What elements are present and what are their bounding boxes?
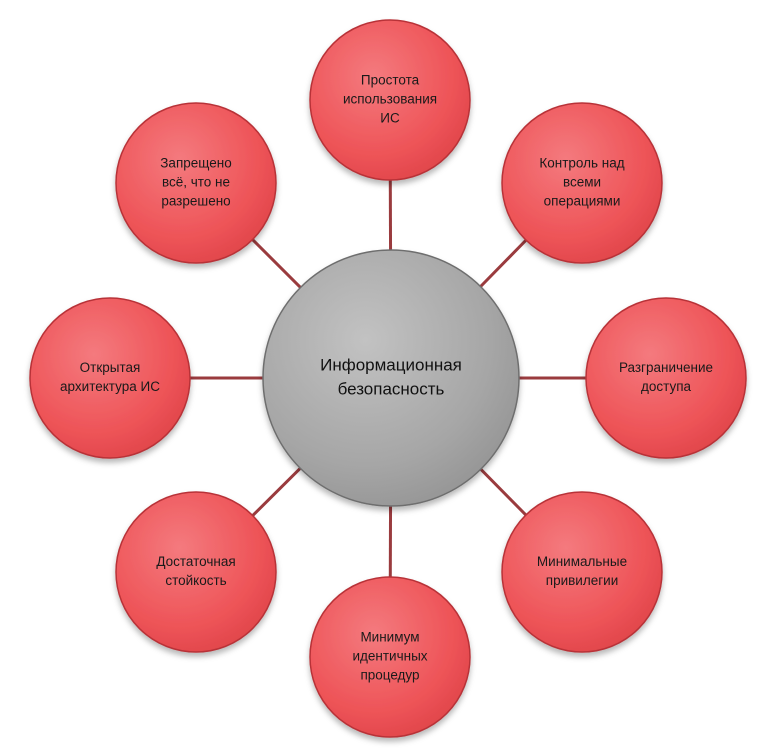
node-left: Открытая архитектура ИС xyxy=(29,297,191,459)
node-circle-right xyxy=(585,297,747,459)
node-bottom-right: Минимальные привилегии xyxy=(501,491,663,653)
node-bottom-label-line: процедур xyxy=(360,668,419,683)
node-top-right-label: Контроль над всеми операциями xyxy=(539,156,624,209)
node-bottom-left-label-line: Достаточная xyxy=(156,554,235,569)
node-top-left-label: Запрещено всё, что не разрешено xyxy=(160,156,231,209)
node-top-label-line: ИС xyxy=(380,111,400,126)
node-top-right: Контроль над всеми операциями xyxy=(501,102,663,264)
node-circle-top-left xyxy=(115,102,277,264)
node-bottom: Минимум идентичных процедур xyxy=(309,576,471,738)
node-top-right-label-line: операциями xyxy=(544,194,621,209)
node-top-left-label-line: Запрещено xyxy=(160,156,231,171)
hub-group: Информационная безопасность xyxy=(262,249,520,507)
node-bottom-label: Минимум идентичных процедур xyxy=(352,630,427,683)
center-label-line: безопасность xyxy=(338,379,445,398)
node-left-label: Открытая архитектура ИС xyxy=(60,360,160,394)
node-left-label-line: Открытая xyxy=(80,360,141,375)
node-bottom-right-label-line: Минимальные xyxy=(537,554,627,569)
node-bottom-label-line: идентичных xyxy=(352,649,427,664)
node-top-right-label-line: всеми xyxy=(563,175,601,190)
node-circle-bottom xyxy=(309,576,471,738)
node-bottom-left-label-line: стойкость xyxy=(165,573,226,588)
node-top-label-line: Простота xyxy=(361,73,420,88)
node-bottom-right-label-line: привилегии xyxy=(546,573,618,588)
center-circle xyxy=(262,249,520,507)
node-right-label-line: доступа xyxy=(641,379,692,394)
node-circle-bottom-left xyxy=(115,491,277,653)
node-bottom-label-line: Минимум xyxy=(360,630,419,645)
node-circle-bottom-right xyxy=(501,491,663,653)
node-top-label-line: использования xyxy=(343,92,437,107)
node-circle-top xyxy=(309,19,471,181)
node-circle-top-right xyxy=(501,102,663,264)
node-right-label-line: Разграничение xyxy=(619,360,713,375)
node-top-left: Запрещено всё, что не разрешено xyxy=(115,102,277,264)
node-circle-left xyxy=(29,297,191,459)
node-bottom-left: Достаточная стойкость xyxy=(115,491,277,653)
node-bottom-right-label: Минимальные привилегии xyxy=(537,554,627,588)
center-label: Информационная безопасность xyxy=(320,355,462,398)
node-top-left-label-line: всё, что не xyxy=(162,175,230,190)
node-top-right-label-line: Контроль над xyxy=(539,156,624,171)
node-left-label-line: архитектура ИС xyxy=(60,379,160,394)
center-label-line: Информационная xyxy=(320,355,462,374)
node-top-left-label-line: разрешено xyxy=(161,194,230,209)
node-bottom-left-label: Достаточная стойкость xyxy=(156,554,235,588)
node-right-label: Разграничение доступа xyxy=(619,360,713,394)
node-right: Разграничение доступа xyxy=(585,297,747,459)
